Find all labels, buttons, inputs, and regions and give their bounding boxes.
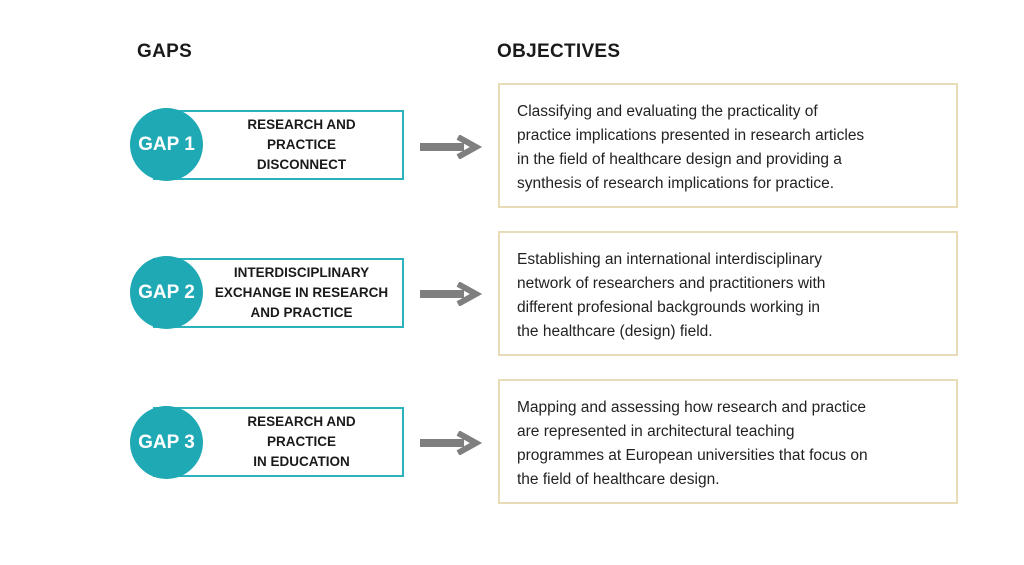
gap-row-1: RESEARCH AND PRACTICE DISCONNECT GAP 1 C… — [0, 83, 1024, 213]
gap-row-3: RESEARCH AND PRACTICE IN EDUCATION GAP 3… — [0, 379, 1024, 509]
gaps-heading: GAPS — [137, 41, 193, 62]
gap-3-badge: GAP 3 — [130, 406, 203, 479]
gap-1-badge: GAP 1 — [130, 108, 203, 181]
gap-row-2: INTERDISCIPLINARY EXCHANGE IN RESEARCH A… — [0, 231, 1024, 361]
objective-2-text: Establishing an international interdisci… — [517, 251, 826, 340]
right-arrow-icon — [420, 135, 483, 159]
objective-2-box: Establishing an international interdisci… — [498, 231, 958, 356]
objective-1-text: Classifying and evaluating the practical… — [517, 103, 865, 192]
gap-1-label: RESEARCH AND PRACTICE DISCONNECT — [247, 117, 356, 172]
gap-2-label: INTERDISCIPLINARY EXCHANGE IN RESEARCH A… — [214, 265, 389, 320]
gap-2-badge: GAP 2 — [130, 256, 203, 329]
right-arrow-icon — [420, 282, 483, 306]
right-arrow-icon — [420, 431, 483, 455]
gap-3-label: RESEARCH AND PRACTICE IN EDUCATION — [247, 414, 356, 469]
objective-3-text: Mapping and assessing how research and p… — [517, 399, 868, 488]
objectives-heading: OBJECTIVES — [497, 41, 621, 62]
objective-1-box: Classifying and evaluating the practical… — [498, 83, 958, 208]
objective-3-box: Mapping and assessing how research and p… — [498, 379, 958, 504]
